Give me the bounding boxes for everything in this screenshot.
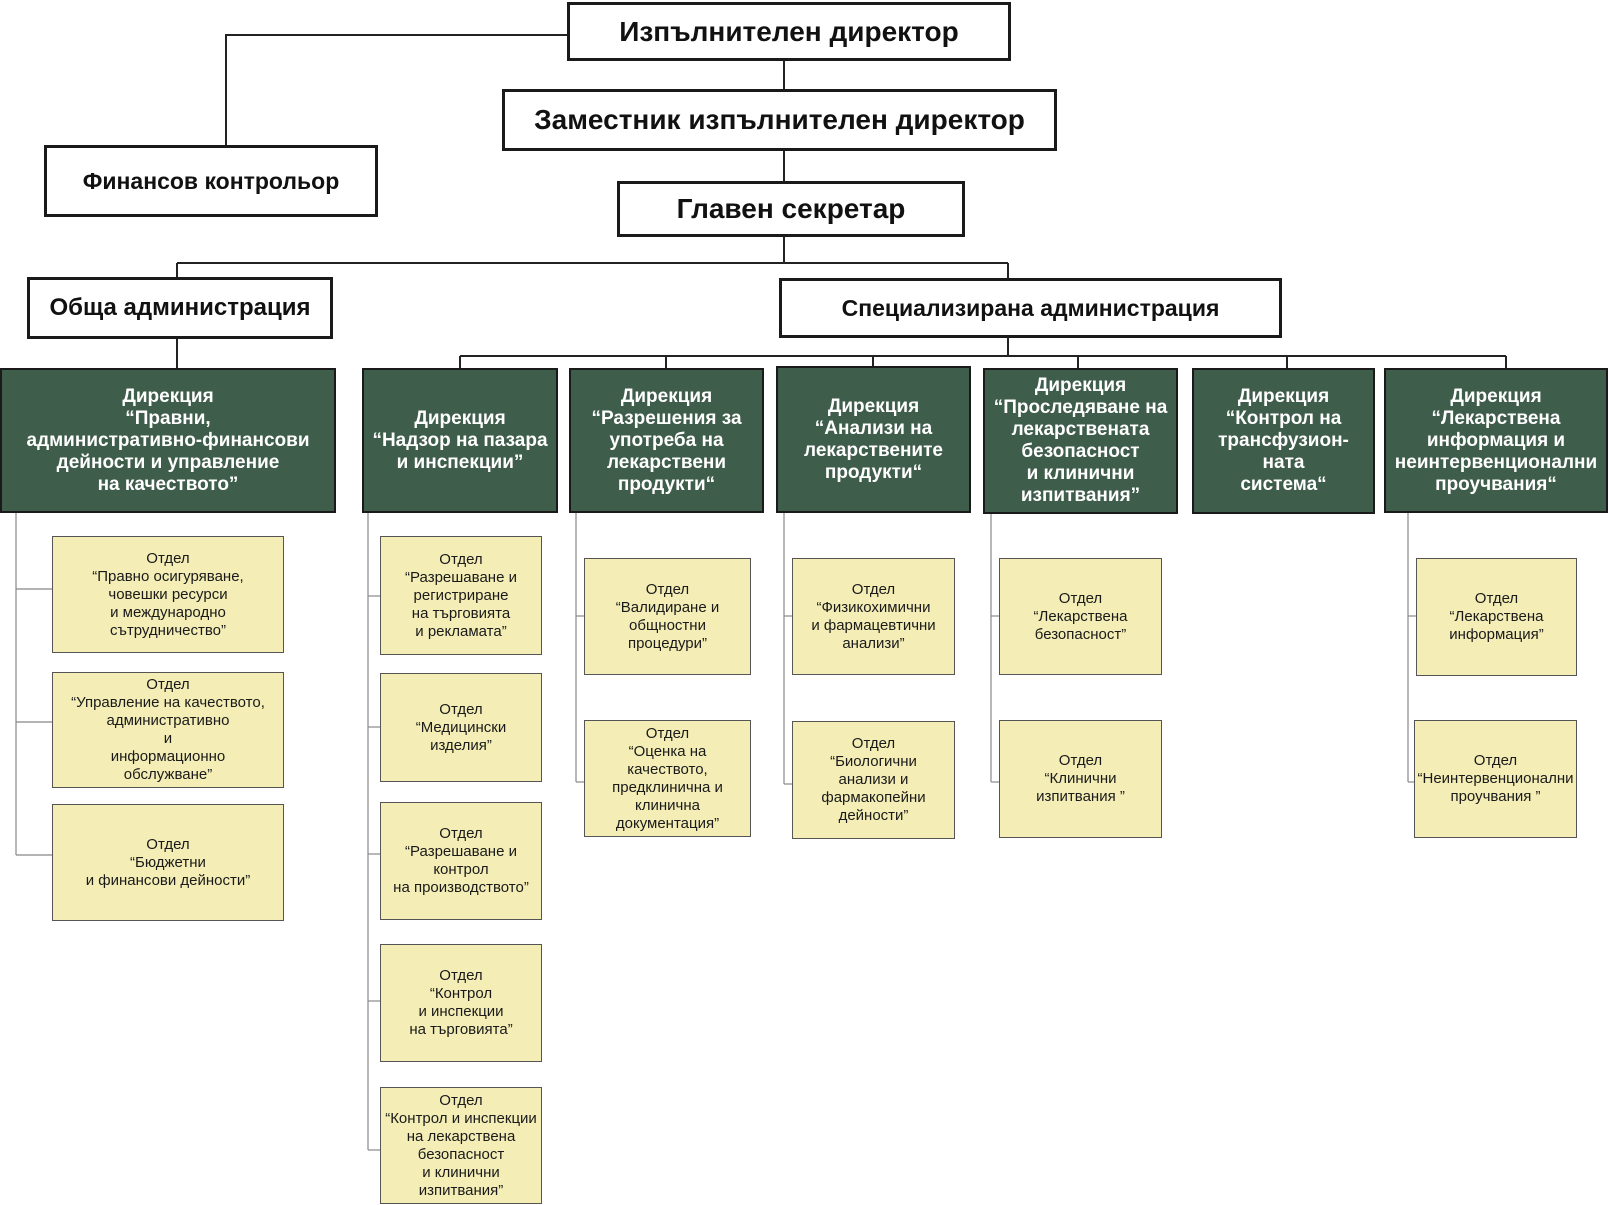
department-box: Отдел “Бюджетни и финансови дейности” <box>52 804 284 921</box>
department-box: Отдел “Управление на качеството, админис… <box>52 672 284 788</box>
department-box: Отдел “Разрешаване и регистриране на тър… <box>380 536 542 655</box>
department-box: Отдел “Биологични анализи и фармакопейни… <box>792 721 955 839</box>
directorate-marketing-authorisations: Дирекция “Разрешения за употреба на лека… <box>569 368 764 513</box>
chief-secretary-box: Главен секретар <box>617 181 965 237</box>
executive-director-box: Изпълнителен директор <box>567 2 1011 61</box>
directorate-legal-admin-finance: Дирекция “Правни, административно-финанс… <box>0 368 336 513</box>
department-box: Отдел “Лекарствена безопасност” <box>999 558 1162 675</box>
deputy-director-box: Заместник изпълнителен директор <box>502 89 1057 151</box>
specialized-administration-box: Специализирана администрация <box>779 278 1282 338</box>
department-box: Отдел “Контрол и инспекции на лекарствен… <box>380 1087 542 1204</box>
general-administration-box: Обща администрация <box>27 277 333 339</box>
directorate-drug-information-studies: Дирекция “Лекарствена информация и неинт… <box>1384 368 1608 513</box>
department-box: Отдел “Физикохимични и фармацевтични ана… <box>792 558 955 675</box>
directorate-transfusion-control: Дирекция “Контрол на трансфузион- ната с… <box>1192 368 1375 514</box>
department-box: Отдел “Клинични изпитвания ” <box>999 720 1162 838</box>
department-box: Отдел “Неинтервенционални проучвания ” <box>1414 720 1577 838</box>
connector-line <box>225 34 567 145</box>
directorate-medicinal-product-analyses: Дирекция “Анализи на лекарствените проду… <box>776 366 971 513</box>
department-box: Отдел “Медицински изделия” <box>380 673 542 782</box>
department-box: Отдел “Разрешаване и контрол на производ… <box>380 802 542 920</box>
department-box: Отдел “Лекарствена информация” <box>1416 558 1577 676</box>
directorate-pharmacovigilance-clinical-trials: Дирекция “Проследяване на лекарствената … <box>983 368 1178 514</box>
department-box: Отдел “Валидиране и общностни процедури” <box>584 558 751 675</box>
department-box: Отдел “Правно осигуряване, човешки ресур… <box>52 536 284 653</box>
department-box: Отдел “Контрол и инспекции на търговията… <box>380 944 542 1062</box>
financial-controller-box: Финансов контрольор <box>44 145 378 217</box>
directorate-market-surveillance: Дирекция “Надзор на пазара и инспекции” <box>362 368 558 513</box>
department-box: Отдел “Оценка на качеството, предклиничн… <box>584 720 751 837</box>
